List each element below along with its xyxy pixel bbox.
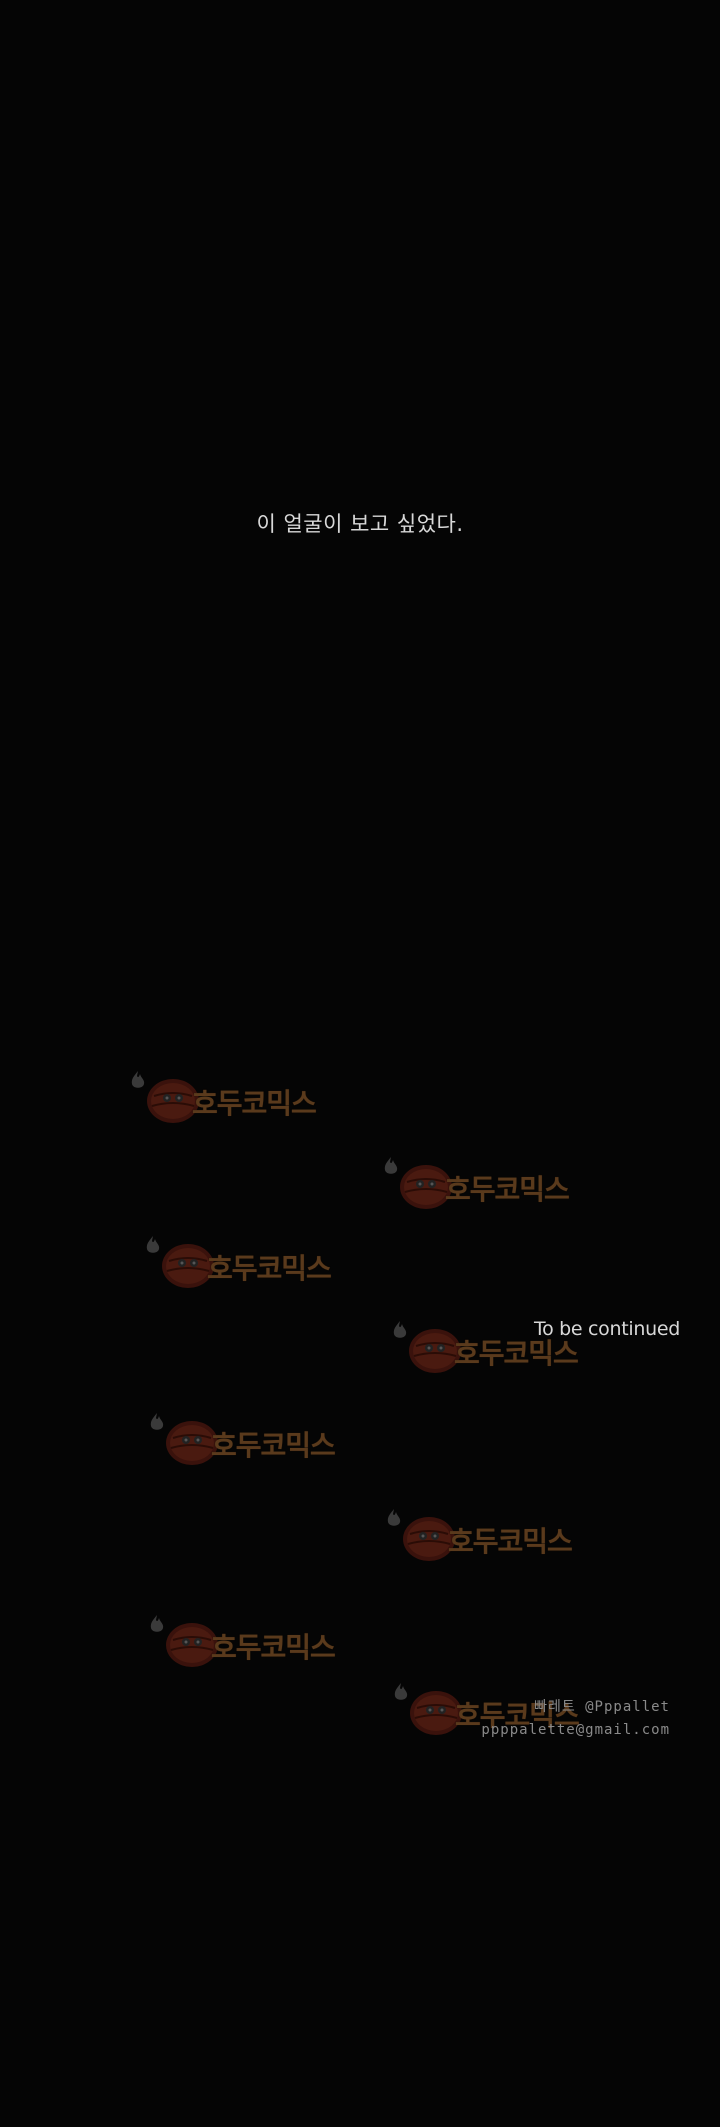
flame-icon: [393, 1321, 407, 1338]
watermark-text: 호두코믹스: [448, 1525, 573, 1558]
watermark: 호두코믹스: [147, 1412, 347, 1472]
flame-icon: [131, 1071, 145, 1088]
flame-icon: [384, 1157, 398, 1174]
flame-icon: [150, 1615, 164, 1632]
flame-icon: [146, 1236, 160, 1253]
watermark-text: 호두코믹스: [454, 1337, 579, 1370]
flame-icon: [394, 1683, 408, 1700]
watermark: 호두코믹스: [128, 1070, 328, 1130]
walnut-face-icon: [166, 1421, 218, 1465]
watermark-text: 호두코믹스: [445, 1173, 570, 1206]
dialogue-text: 이 얼굴이 보고 싶었다.: [256, 512, 464, 536]
watermark: 호두코믹스: [147, 1614, 347, 1674]
watermark-text: 호두코믹스: [211, 1429, 336, 1462]
walnut-face-icon: [410, 1691, 462, 1735]
watermark: 호두코믹스: [390, 1320, 590, 1380]
watermark-text: 호두코믹스: [207, 1252, 332, 1285]
author-credit: 빠레트 @Pppallet ppppalette@gmail.com: [481, 1696, 670, 1742]
author-email: ppppalette@gmail.com: [481, 1722, 670, 1738]
watermark-text: 호두코믹스: [211, 1631, 336, 1664]
walnut-face-icon: [403, 1517, 455, 1561]
watermark: 호두코믹스: [143, 1235, 343, 1295]
watermark: 호두코믹스: [381, 1156, 581, 1216]
watermark: 호두코믹스: [391, 1682, 591, 1742]
walnut-face-icon: [409, 1329, 461, 1373]
flame-icon: [150, 1413, 164, 1430]
walnut-face-icon: [400, 1165, 452, 1209]
walnut-face-icon: [162, 1244, 214, 1288]
to-be-continued-text: To be continued: [534, 1318, 681, 1340]
watermark-text: 호두코믹스: [192, 1087, 317, 1120]
watermark: 호두코믹스: [384, 1508, 584, 1568]
walnut-face-icon: [166, 1623, 218, 1667]
watermark-text: 호두코믹스: [455, 1699, 580, 1732]
author-line: 빠레트 @Pppallet: [534, 1699, 670, 1715]
flame-icon: [387, 1509, 401, 1526]
walnut-face-icon: [147, 1079, 199, 1123]
